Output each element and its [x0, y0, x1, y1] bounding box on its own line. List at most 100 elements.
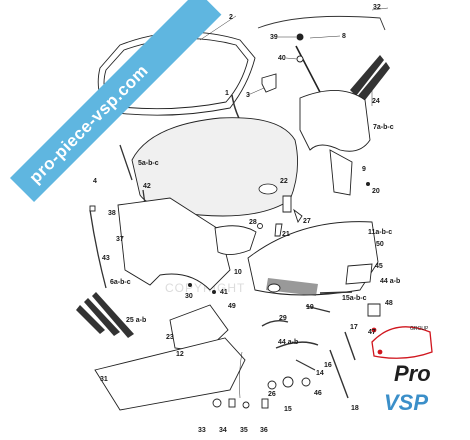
hood-prop-rod	[295, 35, 341, 97]
part-labels: 2 32 39 8 40 3 1 24 7a-b-c 9 20 4 5a-b-c…	[93, 4, 400, 434]
headlamp	[214, 225, 257, 255]
label-18: 18	[351, 405, 359, 412]
washer-hose	[257, 7, 389, 31]
trim-19	[305, 305, 331, 313]
label-9: 9	[362, 166, 366, 173]
label-49: 49	[228, 303, 236, 310]
trim-16	[329, 349, 349, 399]
cable-18	[239, 351, 243, 399]
label-16: 16	[324, 362, 332, 369]
label-38: 38	[108, 210, 116, 217]
screw-30	[188, 283, 192, 287]
label-46: 46	[314, 390, 322, 397]
label-7: 7a-b-c	[373, 124, 394, 131]
label-29: 29	[279, 315, 287, 322]
moulding-44	[275, 341, 319, 349]
copyright-watermark: COPYRIGHT	[165, 281, 245, 295]
label-40: 40	[278, 55, 286, 62]
fastener-35	[242, 401, 250, 409]
label-27: 27	[303, 218, 311, 225]
label-10: 10	[234, 269, 242, 276]
label-36: 36	[260, 427, 268, 434]
label-47: 47	[368, 329, 376, 336]
banner-text: pro-piece-vsp.com	[26, 61, 152, 187]
label-3: 3	[246, 92, 250, 99]
label-14: 14	[316, 370, 324, 377]
front-bumper	[247, 221, 379, 296]
stripe-decal-24	[350, 55, 390, 106]
label-39: 39	[270, 34, 278, 41]
grommet-39	[278, 33, 304, 41]
label-11: 11a-b-c	[368, 229, 392, 236]
washer-26	[267, 380, 277, 390]
label-37: 37	[116, 236, 124, 243]
bracket-14	[295, 359, 316, 371]
provsp-logo: Pro VSP GROUP	[384, 326, 431, 415]
svg-text:GROUP: GROUP	[410, 326, 429, 332]
fastener-34	[228, 398, 236, 408]
label-50: 50	[376, 241, 384, 248]
clip-40	[285, 55, 304, 63]
bracket-22	[282, 195, 292, 213]
label-31: 31	[100, 376, 108, 383]
label-41: 41	[220, 289, 228, 296]
label-19: 19	[306, 304, 314, 311]
label-12: 12	[176, 351, 184, 358]
label-20: 20	[372, 188, 380, 195]
trim-29	[261, 319, 289, 327]
bolt-41	[212, 290, 216, 294]
label-5: 5a-b-c	[138, 160, 159, 167]
label-21: 21	[282, 231, 290, 238]
label-17: 17	[350, 324, 358, 331]
label-23: 23	[166, 334, 174, 341]
label-1: 1	[225, 90, 229, 97]
grille-45	[345, 263, 373, 285]
bracket-48	[367, 303, 381, 317]
label-8: 8	[342, 33, 346, 40]
side-indicator	[329, 149, 353, 196]
front-fender-right	[299, 90, 371, 152]
svg-text:Pro: Pro	[394, 361, 431, 386]
label-33: 33	[198, 427, 206, 434]
label-15: 15a-b-c	[342, 295, 367, 302]
fastener-36	[261, 398, 269, 409]
label-44b: 44 a-b	[278, 339, 298, 346]
label-42: 42	[143, 183, 151, 190]
washer-28	[257, 223, 263, 229]
label-15b: 15	[284, 406, 292, 413]
screw-20	[366, 182, 370, 186]
car-illustration	[371, 326, 433, 359]
label-28: 28	[249, 219, 257, 226]
seal-strip-left	[119, 144, 133, 181]
label-44a: 44 a-b	[380, 278, 400, 285]
hood-hinge	[247, 73, 277, 96]
cap-15	[282, 376, 294, 388]
svg-text:VSP: VSP	[384, 390, 428, 415]
clip-27	[293, 208, 303, 224]
door-seal-37	[89, 209, 107, 289]
label-34: 34	[219, 427, 227, 434]
clip-38	[89, 205, 96, 212]
label-30: 30	[185, 293, 193, 300]
front-fender-left	[117, 197, 231, 291]
label-4: 4	[93, 178, 97, 185]
stripe-decal-25	[76, 292, 134, 338]
label-26: 26	[268, 391, 276, 398]
strip-17	[344, 331, 356, 361]
trim-15	[319, 291, 353, 294]
grommet-46	[301, 377, 311, 387]
label-22: 22	[280, 178, 288, 185]
label-48: 48	[385, 300, 393, 307]
bracket-21	[274, 223, 283, 237]
lower-frame-31	[94, 337, 246, 411]
label-43: 43	[102, 255, 110, 262]
label-25: 25 a-b	[126, 317, 146, 324]
label-45: 45	[375, 263, 383, 270]
label-24: 24	[372, 98, 380, 105]
label-35: 35	[240, 427, 248, 434]
label-6: 6a-b-c	[110, 279, 131, 286]
label-32: 32	[373, 4, 381, 11]
label-2: 2	[229, 14, 233, 21]
fastener-33	[212, 398, 222, 408]
